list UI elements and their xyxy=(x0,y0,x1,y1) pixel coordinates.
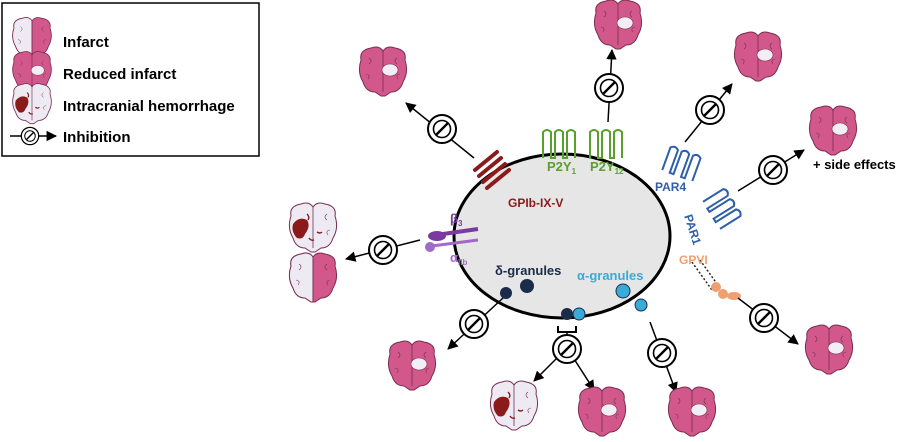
gpvi-inhibition-arrow xyxy=(737,297,799,345)
reduced-infarct-brain-icon xyxy=(733,31,783,82)
integrin-receptor-icon xyxy=(425,227,479,252)
alpha-granule-inhibition-arrow xyxy=(646,321,678,393)
legend: Infarct Reduced infarct Intracranial hem… xyxy=(1,2,260,157)
alpha-granule xyxy=(615,283,631,299)
par4-receptor-icon xyxy=(661,145,702,182)
delta-granule xyxy=(520,279,534,293)
hemorrhage-brain-icon xyxy=(12,82,52,125)
reduced-infarct-brain-icon xyxy=(387,340,437,391)
reduced-infarct-brain-icon xyxy=(667,386,717,437)
infarct-brain-icon xyxy=(12,17,52,59)
par1-inhibition-arrow xyxy=(737,149,805,192)
hemorrhage-brain-icon xyxy=(288,202,338,253)
alpha-granules-label: α-granules xyxy=(577,268,644,283)
secretion-inhibition-arrows xyxy=(533,332,595,391)
par4-inhibition-arrow xyxy=(684,83,733,143)
gpib-label: GPIb-IX-V xyxy=(508,196,563,210)
delta-granule xyxy=(500,287,512,299)
alpha-iib-label: αIIb xyxy=(450,250,467,267)
p2y1-receptor-icon xyxy=(542,129,576,159)
legend-reduced-infarct-label: Reduced infarct xyxy=(63,66,176,83)
legend-infarct-label: Infarct xyxy=(63,34,109,51)
reduced-infarct-brain-icon xyxy=(808,105,858,156)
legend-inhibition-label: Inhibition xyxy=(63,129,130,146)
hemorrhage-brain-icon xyxy=(489,380,539,431)
p2y1-label: P2Y1 xyxy=(547,159,577,176)
alpha-granule xyxy=(572,307,586,321)
inhibition-arrow-icon xyxy=(10,126,58,146)
delta-granule xyxy=(561,308,573,320)
par1-receptor-icon xyxy=(702,187,742,230)
beta3-label: β3 xyxy=(450,211,463,228)
reduced-infarct-brain-icon xyxy=(593,0,643,50)
delta-granules-label: δ-granules xyxy=(495,263,561,278)
par1-label: PAR1 xyxy=(681,213,704,247)
gpvi-label: GPVI xyxy=(679,253,708,267)
gpib-inhibition-arrow xyxy=(405,102,475,159)
side-effects-label: + side effects xyxy=(813,157,896,172)
alpha-granule xyxy=(634,298,648,312)
integrin-inhibition-arrow xyxy=(344,234,421,266)
par4-label: PAR4 xyxy=(655,180,686,194)
p2y12-receptor-icon xyxy=(589,129,623,159)
gpib-receptor-icon xyxy=(473,150,511,190)
p2y-inhibition-arrow xyxy=(593,48,625,123)
reduced-infarct-brain-icon xyxy=(358,46,408,97)
p2y12-label: P2Y12 xyxy=(590,159,624,176)
infarct-brain-icon xyxy=(288,252,338,303)
secretion-bracket xyxy=(557,326,577,333)
reduced-infarct-brain-icon xyxy=(804,324,854,375)
reduced-infarct-brain-icon xyxy=(577,386,627,437)
delta-granule-inhibition-arrow xyxy=(447,297,504,350)
legend-hemorrhage-label: Intracranial hemorrhage xyxy=(63,98,235,115)
gpvi-receptor-icon xyxy=(691,259,741,300)
